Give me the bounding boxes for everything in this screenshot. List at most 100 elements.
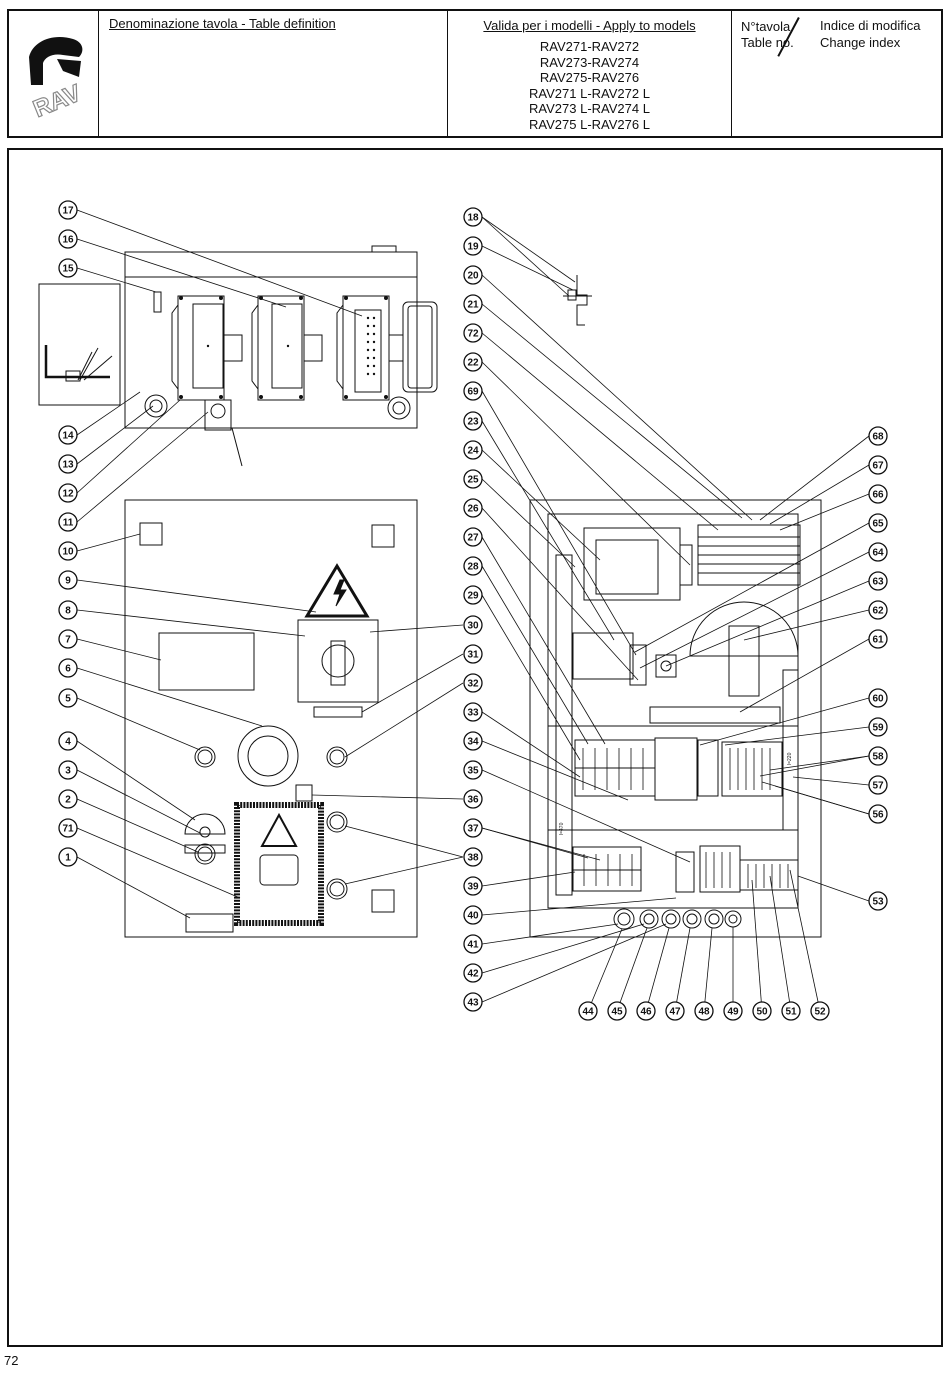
svg-text:24: 24: [467, 446, 479, 457]
callout-68: 68: [868, 426, 888, 446]
svg-text:17: 17: [62, 206, 74, 217]
svg-text:12: 12: [62, 489, 74, 500]
title-block: RAV Denominazione tavola - Table definit…: [7, 9, 943, 138]
svg-text:25: 25: [467, 475, 479, 486]
callout-49: 49: [723, 1001, 743, 1021]
svg-text:66: 66: [872, 490, 884, 501]
callout-56: 56: [868, 804, 888, 824]
callout-43: 43: [463, 992, 483, 1012]
svg-text:35: 35: [467, 766, 479, 777]
svg-text:47: 47: [669, 1007, 681, 1018]
page-number: 72: [4, 1353, 19, 1368]
svg-text:48: 48: [698, 1007, 710, 1018]
svg-text:44: 44: [582, 1007, 594, 1018]
callout-26: 26: [463, 498, 483, 518]
callout-9: 9: [58, 570, 78, 590]
din-clip-detail: [563, 275, 592, 326]
model-line: RAV273-RAV274: [539, 54, 640, 70]
callout-52: 52: [810, 1001, 830, 1021]
callout-41: 41: [463, 934, 483, 954]
svg-text:7: 7: [65, 635, 71, 646]
callout-71: 71: [58, 818, 78, 838]
callout-1: 1: [58, 847, 78, 867]
callout-12: 12: [58, 483, 78, 503]
callout-34: 34: [463, 731, 483, 751]
table-number-cell: N°tavola Table no. Indice di modifica Ch…: [731, 11, 941, 136]
svg-text:6: 6: [65, 664, 71, 675]
svg-text:13: 13: [62, 460, 74, 471]
svg-text:10: 10: [62, 547, 74, 558]
callout-25: 25: [463, 469, 483, 489]
svg-text:51: 51: [785, 1007, 797, 1018]
svg-text:8: 8: [65, 606, 71, 617]
svg-text:36: 36: [467, 795, 479, 806]
callout-36: 36: [463, 789, 483, 809]
callout-65: 65: [868, 513, 888, 533]
callout-42: 42: [463, 963, 483, 983]
callout-28: 28: [463, 556, 483, 576]
svg-text:1: 1: [65, 853, 71, 864]
callout-35: 35: [463, 760, 483, 780]
callout-72: 72: [463, 323, 483, 343]
rav-logo: RAV: [29, 37, 85, 123]
svg-text:63: 63: [872, 577, 884, 588]
callout-17: 17: [58, 200, 78, 220]
callout-66: 66: [868, 484, 888, 504]
svg-text:59: 59: [872, 723, 884, 734]
table-no-label: N°tavola Table no.: [741, 19, 794, 50]
table-definition-cell: Denominazione tavola - Table definition: [98, 11, 447, 136]
svg-text:23: 23: [467, 417, 479, 428]
svg-text:27: 27: [467, 533, 479, 544]
svg-text:72: 72: [467, 329, 479, 340]
callout-3: 3: [58, 760, 78, 780]
callout-2: 2: [58, 789, 78, 809]
front-door-panel: [124, 499, 418, 938]
svg-text:39: 39: [467, 882, 479, 893]
callout-50: 50: [752, 1001, 772, 1021]
svg-text:50: 50: [756, 1007, 768, 1018]
callout-69: 69: [463, 381, 483, 401]
table-definition-label: Denominazione tavola - Table definition: [109, 16, 336, 31]
callout-31: 31: [463, 644, 483, 664]
callout-markers: 1716151413121110987654327111819202172226…: [58, 200, 888, 1021]
svg-text:4: 4: [65, 737, 71, 748]
svg-text:34: 34: [467, 737, 479, 748]
svg-text:37: 37: [467, 824, 479, 835]
svg-text:20: 20: [467, 271, 479, 282]
model-line: RAV275-RAV276: [539, 70, 640, 85]
svg-text:69: 69: [467, 387, 479, 398]
callout-10: 10: [58, 541, 78, 561]
svg-text:71: 71: [62, 824, 74, 835]
svg-text:45: 45: [611, 1007, 623, 1018]
model-line: RAV271-RAV272: [539, 39, 640, 54]
callout-59: 59: [868, 717, 888, 737]
callout-29: 29: [463, 585, 483, 605]
svg-text:65: 65: [872, 519, 884, 530]
callout-58: 58: [868, 746, 888, 766]
svg-text:41: 41: [467, 940, 479, 951]
callout-64: 64: [868, 542, 888, 562]
svg-text:32: 32: [467, 679, 479, 690]
svg-text:21: 21: [467, 300, 479, 311]
svg-text:l=220: l=220: [787, 752, 793, 765]
callout-15: 15: [58, 258, 78, 278]
callout-19: 19: [463, 236, 483, 256]
callout-32: 32: [463, 673, 483, 693]
svg-text:40: 40: [467, 911, 479, 922]
svg-text:33: 33: [467, 708, 479, 719]
callout-57: 57: [868, 775, 888, 795]
callout-14: 14: [58, 425, 78, 445]
callout-4: 4: [58, 731, 78, 751]
svg-text:49: 49: [727, 1007, 739, 1018]
callout-27: 27: [463, 527, 483, 547]
svg-text:61: 61: [872, 635, 884, 646]
callout-16: 16: [58, 229, 78, 249]
svg-text:38: 38: [467, 853, 479, 864]
svg-text:43: 43: [467, 998, 479, 1009]
svg-text:67: 67: [872, 461, 884, 472]
svg-text:9: 9: [65, 576, 71, 587]
callout-6: 6: [58, 658, 78, 678]
leader-lines: [76, 209, 870, 1012]
svg-text:22: 22: [467, 358, 479, 369]
callout-53: 53: [868, 891, 888, 911]
